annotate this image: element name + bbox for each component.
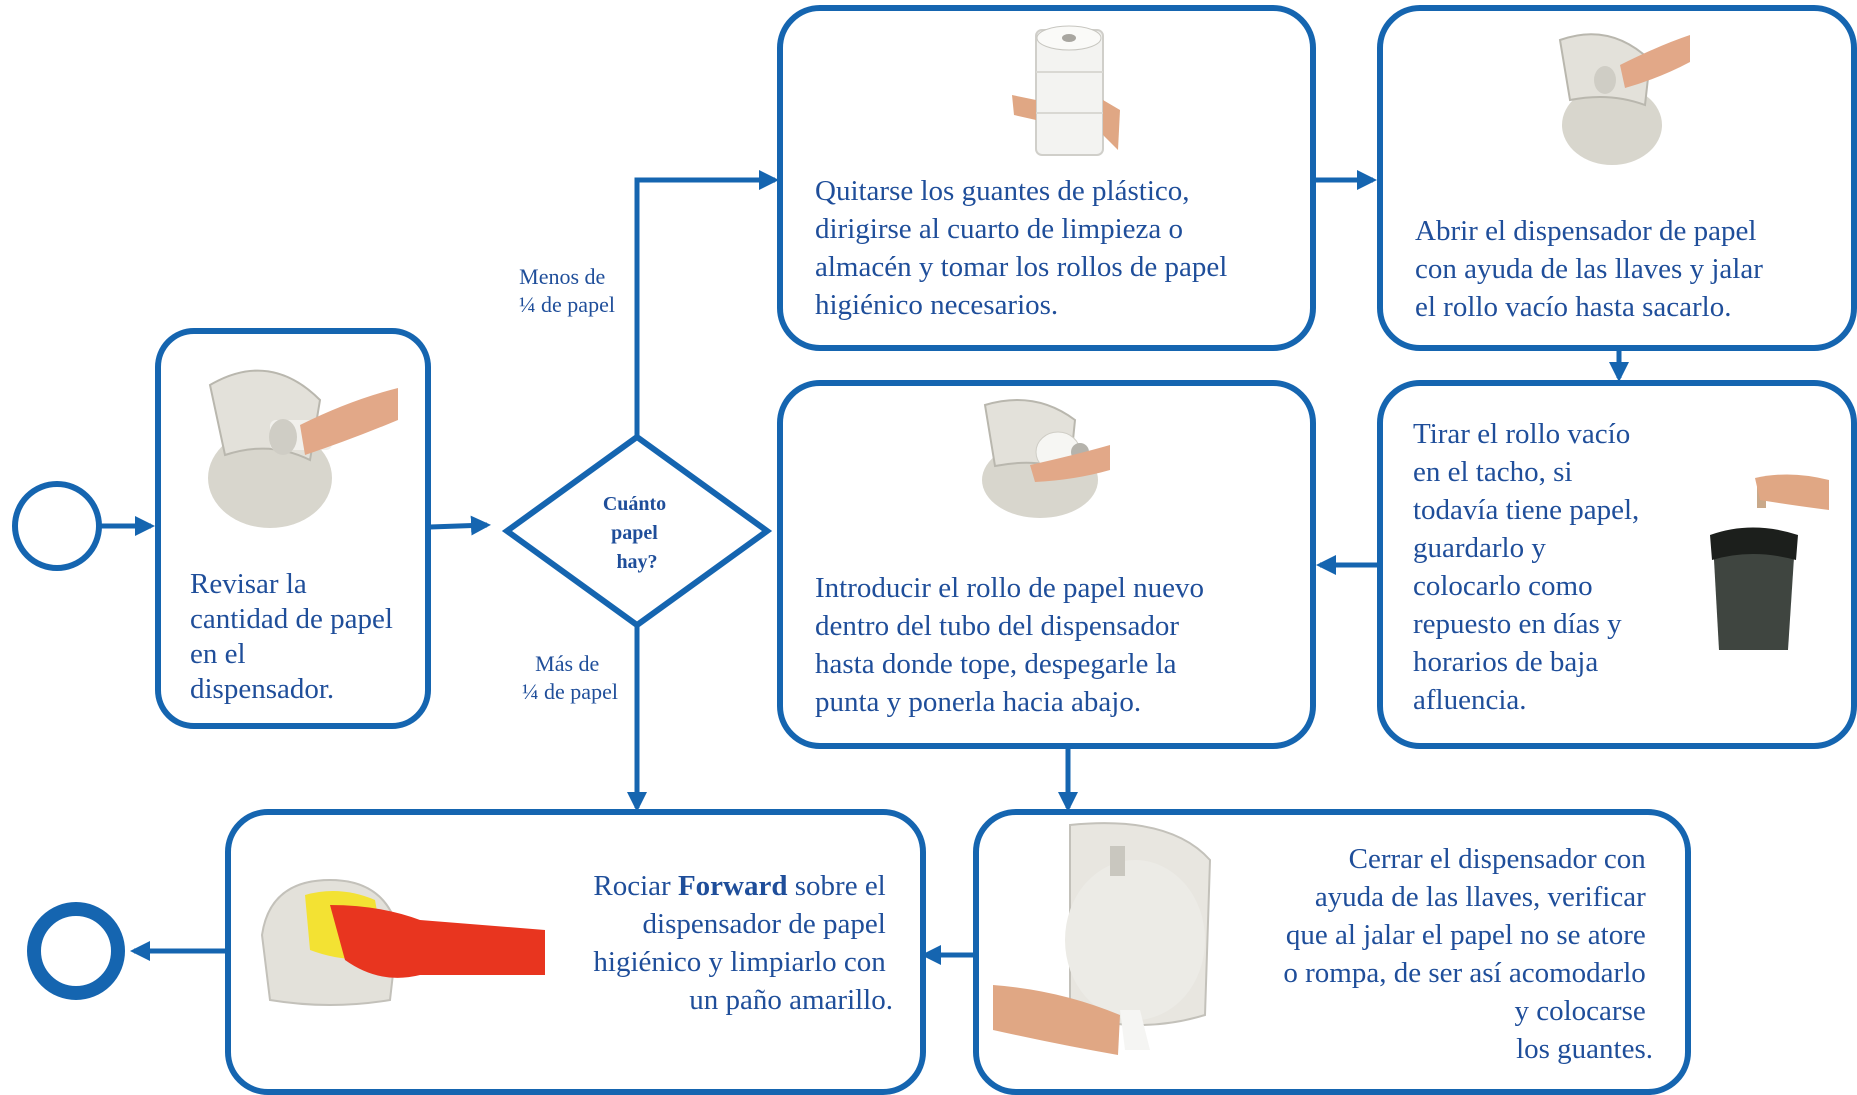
step-box: [1377, 380, 1857, 749]
connectors: [100, 170, 1629, 965]
decision-label: Cuánto papel hay?: [603, 493, 671, 573]
branch-label-more: Más de ¼ de papel: [522, 651, 618, 704]
arrow-revisar-to-decision: [429, 515, 491, 536]
dispenser-closed-photo: [993, 822, 1212, 1055]
step-quitarse: Quitarse los guantes de plástico, dirigi…: [777, 5, 1316, 351]
step-tirar: Tirar el rollo vacío en el tacho, si tod…: [1377, 380, 1857, 749]
step-text: Cerrar el dispensador con ayuda de las l…: [1283, 843, 1653, 1065]
trash-bin-photo: [1710, 474, 1829, 650]
decision-node: Cuánto papel hay?: [501, 433, 773, 629]
step-cerrar: Cerrar el dispensador con ayuda de las l…: [973, 809, 1691, 1095]
step-revisar: Revisar la cantidad de papel en el dispe…: [155, 328, 431, 729]
glove-cleaning-photo: [260, 878, 545, 1006]
paper-rolls-photo: [1012, 25, 1120, 156]
step-box: [777, 380, 1316, 749]
step-box: [225, 809, 926, 1095]
start-event-circle: [12, 481, 102, 571]
step-abrir: Abrir el dispensador de papel con ayuda …: [1377, 5, 1857, 351]
branch-label-less: Menos de ¼ de papel: [519, 264, 615, 317]
step-text: Rociar Forward sobre el dispensador de p…: [593, 870, 893, 1016]
step-introducir: Introducir el rollo de papel nuevo dentr…: [777, 380, 1316, 749]
step-rociar: Rociar Forward sobre el dispensador de p…: [225, 809, 926, 1095]
arrow-decision-to-quitarse: [634, 170, 779, 437]
step-box: [1377, 5, 1857, 351]
step-text: Introducir el rollo de papel nuevo dentr…: [815, 572, 1211, 718]
step-text: Quitarse los guantes de plástico, dirigi…: [815, 175, 1235, 321]
step-text: Abrir el dispensador de papel con ayuda …: [1415, 215, 1770, 323]
dispenser-open-photo: [208, 369, 398, 528]
end-event-circle: [27, 902, 125, 1000]
dispenser-remove-roll-photo: [1558, 33, 1690, 165]
dispenser-insert-roll-photo: [982, 399, 1110, 518]
step-text: Revisar la cantidad de papel en el dispe…: [190, 568, 400, 705]
step-text: Tirar el rollo vacío en el tacho, si tod…: [1413, 418, 1647, 716]
decision-diamond: [501, 433, 773, 629]
step-box: [777, 5, 1316, 351]
